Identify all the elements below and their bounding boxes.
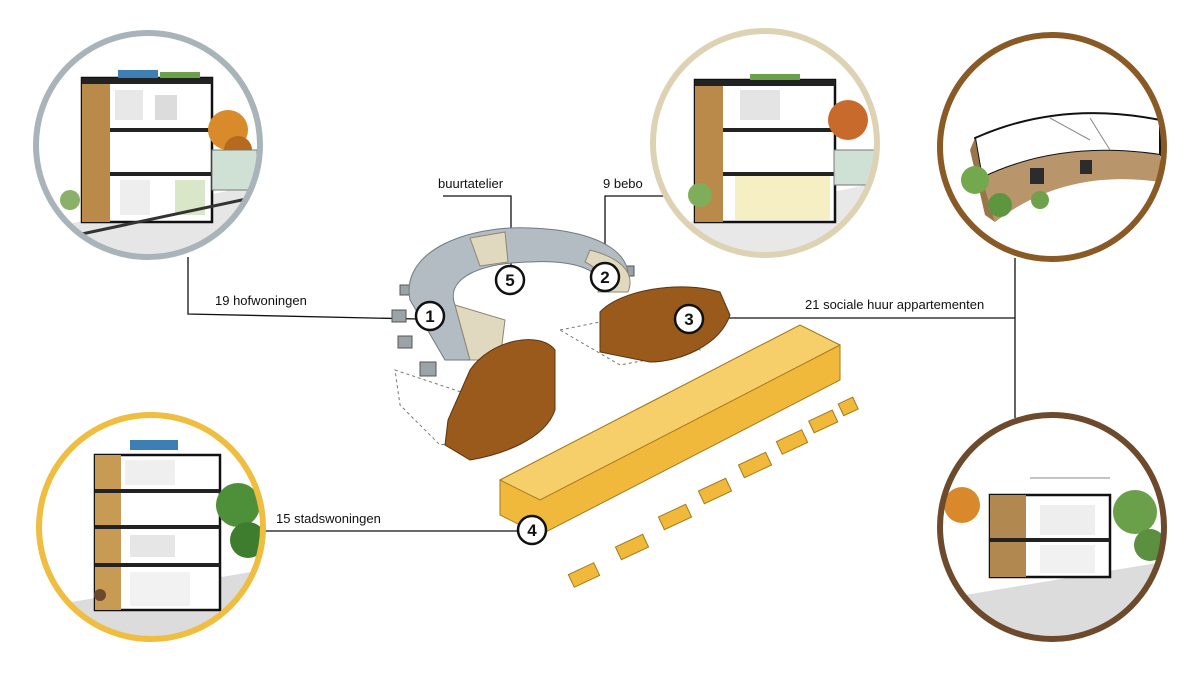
label-bebo: 9 bebo [603,176,643,191]
marker-1: 1 [414,300,446,332]
marker-2: 2 [589,261,621,293]
svg-text:5: 5 [505,271,514,290]
label-sociale-huur: 21 sociale huur appartementen [805,297,984,312]
svg-text:4: 4 [527,521,537,540]
marker-4: 4 [516,514,548,546]
label-buurtatelier: buurtatelier [438,176,504,191]
marker-5: 5 [494,264,526,296]
ring-bebo-segment-2 [469,231,509,267]
mass-sociale-left [444,339,556,461]
leader-hofwoningen [187,257,419,320]
yellow-cubes [567,396,859,588]
svg-text:2: 2 [600,268,609,287]
illustration-corner-building [937,412,1167,642]
label-stadswoningen: 15 stadswoningen [276,511,381,526]
svg-text:1: 1 [425,307,434,326]
svg-text:3: 3 [684,310,693,329]
illustration-stadswoningen [36,412,266,642]
illustration-hofwoningen [33,30,263,260]
illustration-bebo [650,28,880,258]
marker-3: 3 [673,303,705,335]
mass-sociale-right [599,286,731,363]
leader-lines [187,195,1016,532]
site-model [391,227,859,588]
mass-stadswoningen-top [498,324,842,501]
label-hofwoningen: 19 hofwoningen [215,293,307,308]
illustration-sociale-huur [937,32,1167,262]
